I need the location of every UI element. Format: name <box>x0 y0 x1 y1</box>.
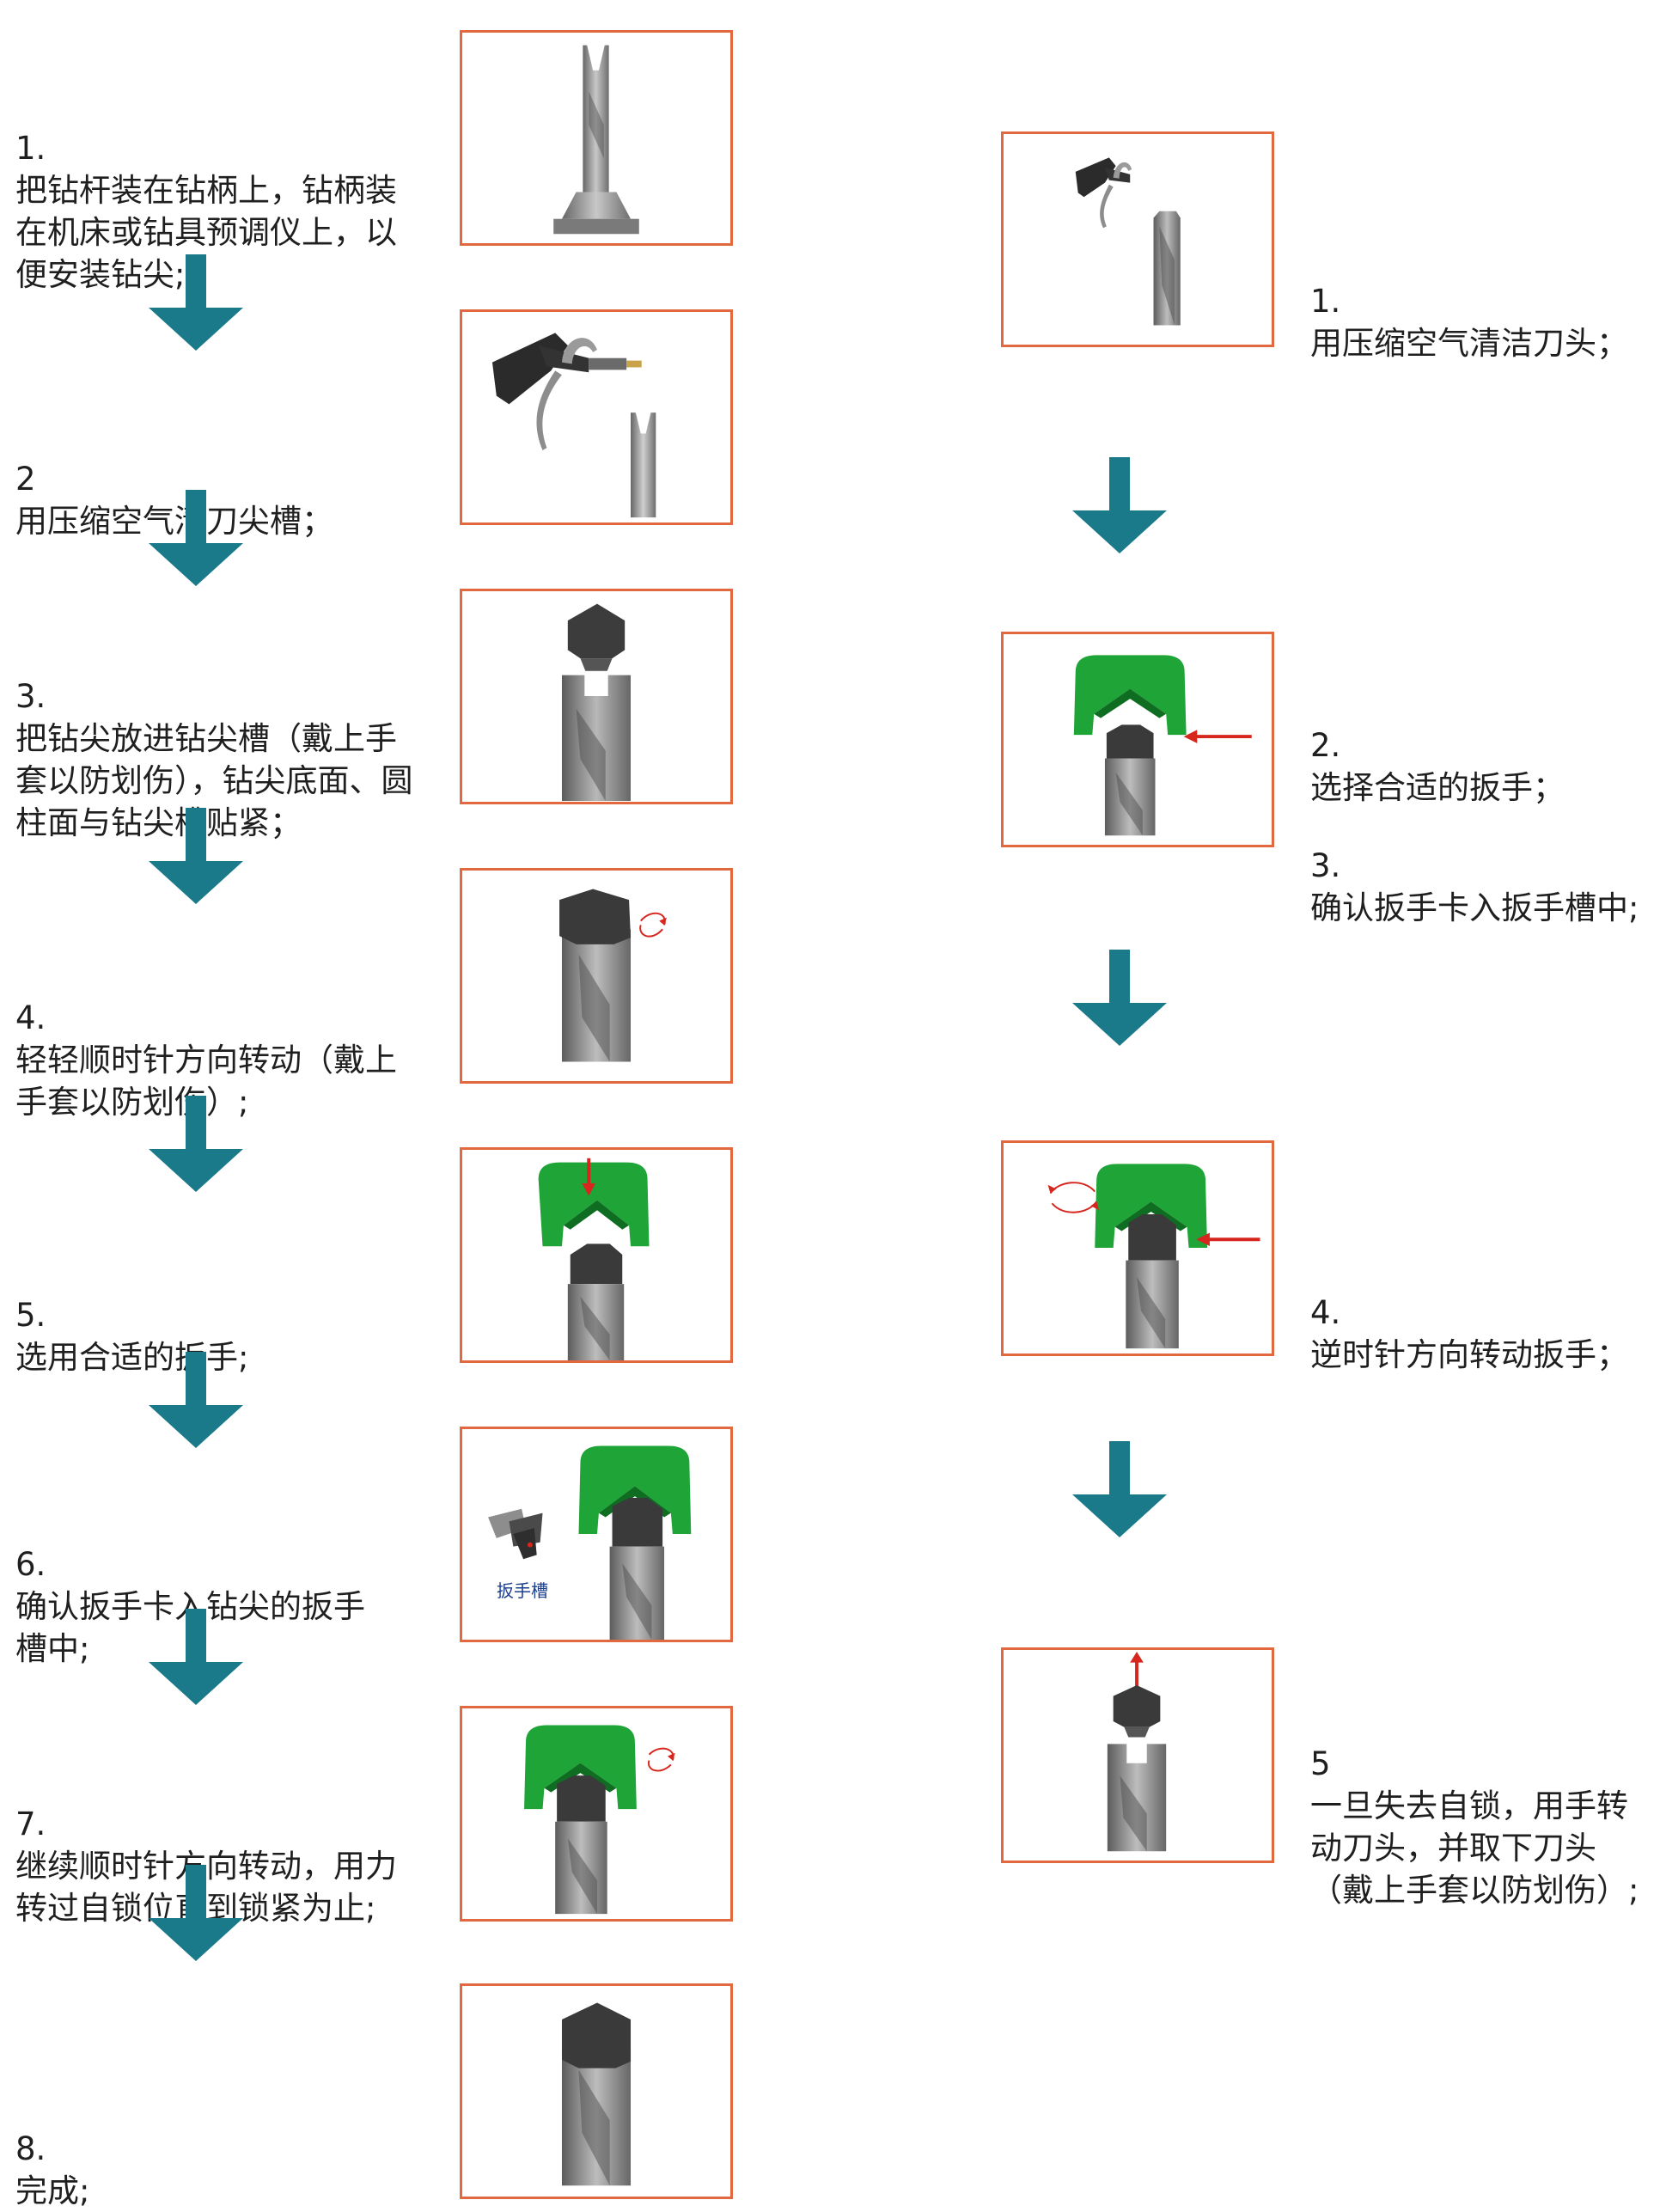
air-gun-icon <box>1004 134 1272 345</box>
step-number: 1. <box>1310 280 1654 322</box>
wrench-icon <box>462 1150 730 1360</box>
remove-insert-icon <box>1004 1650 1272 1861</box>
step-number: 3. <box>1310 845 1658 887</box>
step-number: 6. <box>15 1543 394 1586</box>
install-step-4-text: 4.轻轻顺时针方向转动（戴上手套以防划伤）; <box>15 913 424 1123</box>
install-step-8-text: 8.完成; <box>15 2044 424 2212</box>
down-arrow-icon <box>149 490 243 586</box>
step-description: 确认扳手卡入扳手槽中; <box>1310 889 1639 926</box>
wrench-counterclockwise-icon <box>1004 1143 1272 1353</box>
down-arrow-icon <box>149 1096 243 1192</box>
wrench-engaged-icon <box>462 1429 730 1640</box>
step-number: 3. <box>15 675 424 718</box>
step-number: 7. <box>15 1803 424 1845</box>
remove-step-5-image <box>1001 1647 1274 1863</box>
step-number: 5. <box>15 1294 424 1336</box>
step-description: 逆时针方向转动扳手； <box>1310 1336 1628 1373</box>
install-step-5-image <box>460 1147 733 1363</box>
step-description: 用压缩空气清洁刀头； <box>1310 325 1628 362</box>
step-number: 4. <box>1310 1292 1654 1334</box>
wrench-engage-icon <box>1004 634 1272 845</box>
remove-step-4-image <box>1001 1140 1274 1356</box>
wrench-rotate-icon <box>462 1708 730 1919</box>
finished-drill-icon <box>462 1986 730 2197</box>
wrench-slot-label: 扳手槽 <box>497 1577 548 1602</box>
down-arrow-icon <box>149 808 243 904</box>
step-number: 1. <box>15 127 424 169</box>
down-arrow-icon <box>149 1352 243 1448</box>
install-step-4-image <box>460 868 733 1084</box>
install-step-7-image <box>460 1706 733 1922</box>
drill-on-holder-icon <box>462 33 730 243</box>
step-description: 完成; <box>15 2172 89 2209</box>
down-arrow-icon <box>149 1609 243 1705</box>
remove-step-3-text: 3.确认扳手卡入扳手槽中; <box>1310 761 1658 929</box>
remove-step-4-text: 4.逆时针方向转动扳手； <box>1310 1207 1654 1376</box>
remove-step-2-image <box>1001 632 1274 847</box>
down-arrow-icon <box>1072 457 1167 553</box>
down-arrow-icon <box>1072 950 1167 1046</box>
install-step-1-image <box>460 30 733 246</box>
air-gun-icon <box>462 312 730 522</box>
install-step-2-image <box>460 309 733 525</box>
install-step-8-image <box>460 1983 733 2199</box>
drill-insert-icon <box>462 591 730 802</box>
rotate-insert-icon <box>462 871 730 1081</box>
down-arrow-icon <box>1072 1441 1167 1537</box>
step-description: 一旦失去自锁，用手转动刀头，并取下刀头（戴上手套以防划伤）; <box>1310 1787 1639 1909</box>
remove-step-1-image <box>1001 131 1274 347</box>
step-number: 5 <box>1310 1743 1641 1785</box>
install-step-6-image: 扳手槽 <box>460 1427 733 1642</box>
step-number: 8. <box>15 2128 424 2170</box>
install-step-3-text: 3.把钻尖放进钻尖槽（戴上手套以防划伤），钻尖底面、圆柱面与钻尖槽贴紧； <box>15 591 424 844</box>
remove-step-1-text: 1.用压缩空气清洁刀头； <box>1310 196 1654 364</box>
down-arrow-icon <box>149 254 243 351</box>
step-number: 4. <box>15 997 424 1039</box>
down-arrow-icon <box>149 1865 243 1961</box>
install-step-3-image <box>460 589 733 804</box>
